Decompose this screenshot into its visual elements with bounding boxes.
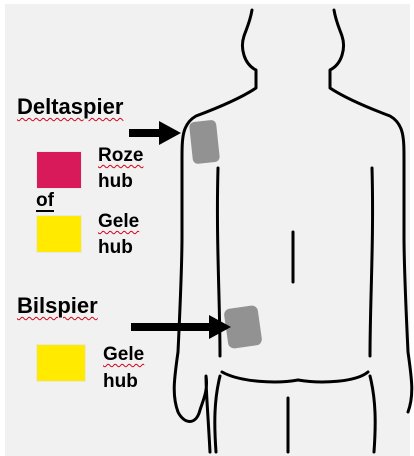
or-underline [36, 210, 54, 212]
pink-hub-swatch [36, 151, 82, 189]
roze-label-line2: hub [98, 172, 133, 191]
deltoid-injection-site [189, 120, 220, 165]
roze-label-line1: Roze [98, 146, 143, 165]
right-leg [370, 376, 375, 452]
gele-label-deltoid-line1: Gele [98, 212, 139, 231]
yellow-hub-swatch-gluteal [36, 344, 86, 382]
right-arrow-icon [129, 121, 181, 145]
gele-label-gluteal-line1: Gele [103, 345, 144, 364]
or-label: of [36, 191, 54, 210]
buttock-line-right [298, 372, 368, 382]
right-arm-inner [370, 168, 373, 356]
buttock-line [222, 372, 298, 382]
left-leg [215, 376, 220, 452]
yellow-hub-swatch-deltoid [36, 215, 82, 253]
body-outline [174, 10, 256, 452]
gele-label-deltoid-line2: hub [98, 238, 133, 257]
gele-label-gluteal-line2: hub [103, 372, 138, 391]
deltoid-title: Deltaspier [17, 96, 123, 118]
gluteal-title: Bilspier [17, 295, 98, 317]
